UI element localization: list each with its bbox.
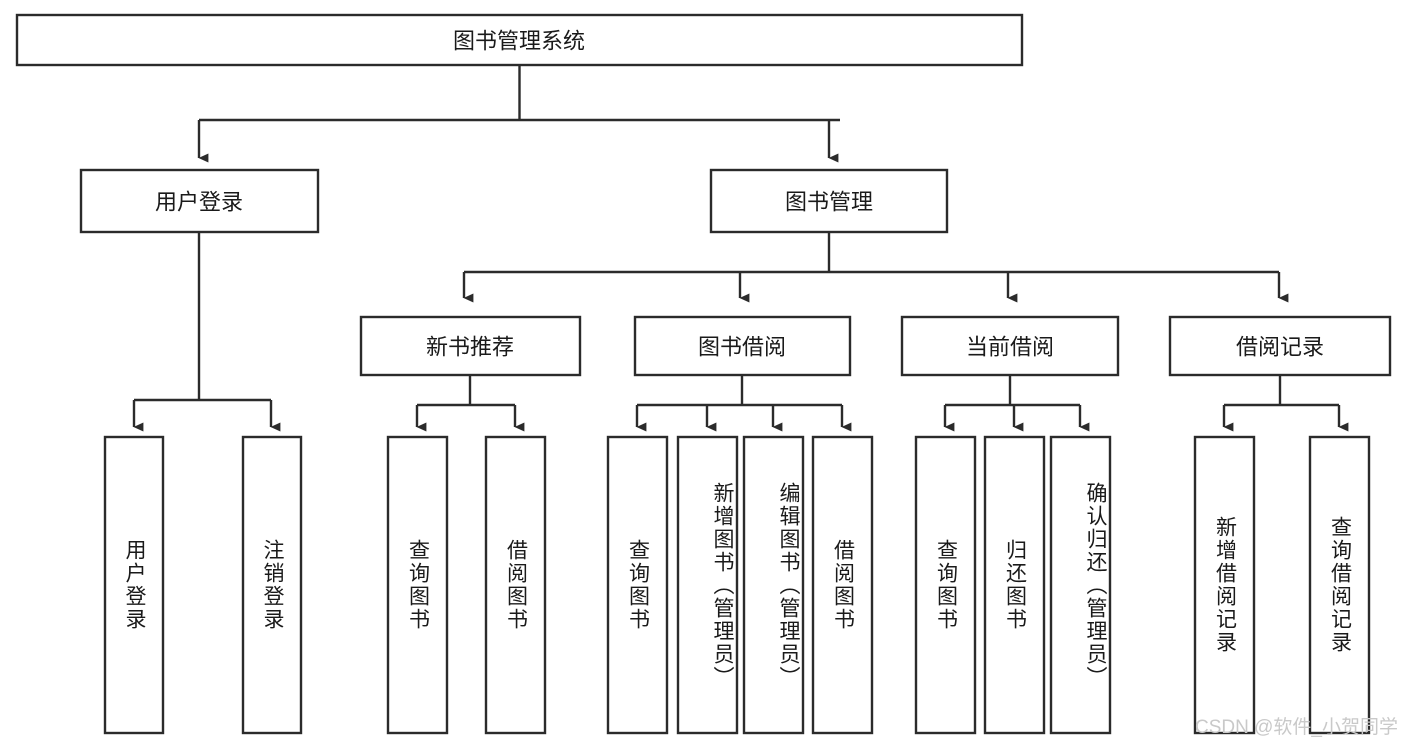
node-book-management[interactable]: 图书管理 (709, 168, 949, 234)
node-book-borrow[interactable]: 图书借阅 (633, 315, 852, 377)
node-leaf-query-record-box[interactable] (1308, 435, 1371, 735)
node-leaf-confirm-return-box[interactable] (1049, 435, 1112, 735)
connector-group-book-borrow (635, 375, 852, 432)
node-borrow-record-label: 借阅记录 (1236, 335, 1324, 360)
node-current-borrow-box[interactable] (900, 315, 1120, 377)
node-user-login-box[interactable] (79, 168, 320, 234)
connector-group-current-borrow (943, 375, 1090, 432)
node-book-borrow-box[interactable] (633, 315, 852, 377)
connector-group-book-management (462, 232, 1289, 303)
node-borrow-record-box[interactable] (1168, 315, 1392, 377)
node-new-book-recommend-label: 新书推荐 (426, 335, 514, 360)
node-book-management-label: 图书管理 (785, 190, 873, 215)
leaf-box-group (103, 435, 1371, 735)
connector-group-user-login (132, 232, 281, 432)
node-leaf-logout-login-box[interactable] (241, 435, 303, 735)
node-root-label: 图书管理系统 (453, 29, 585, 54)
node-leaf-query-book-2-box[interactable] (606, 435, 669, 735)
node-book-management-box[interactable] (709, 168, 949, 234)
node-borrow-record[interactable]: 借阅记录 (1168, 315, 1392, 377)
node-new-book-recommend-box[interactable] (359, 315, 582, 377)
connector-group-borrow-record (1222, 375, 1349, 432)
node-book-borrow-label: 图书借阅 (698, 335, 786, 360)
node-leaf-query-book-1-box[interactable] (386, 435, 449, 735)
watermark-label: CSDN @软件_小贺同学 (1195, 716, 1398, 738)
node-user-login-label: 用户登录 (155, 190, 243, 215)
node-leaf-add-record-box[interactable] (1193, 435, 1256, 735)
node-leaf-query-book-3-box[interactable] (914, 435, 977, 735)
node-user-login[interactable]: 用户登录 (79, 168, 320, 234)
node-leaf-add-book-box[interactable] (676, 435, 739, 735)
node-leaf-user-login-box[interactable] (103, 435, 165, 735)
node-leaf-borrow-book-2-box[interactable] (811, 435, 874, 735)
node-root-box[interactable] (15, 13, 1024, 67)
node-new-book-recommend[interactable]: 新书推荐 (359, 315, 582, 377)
connector-group-new-book-recommend (415, 375, 525, 432)
node-leaf-edit-book-box[interactable] (742, 435, 805, 735)
node-leaf-borrow-book-1-box[interactable] (484, 435, 547, 735)
node-current-borrow[interactable]: 当前借阅 (900, 315, 1120, 377)
node-root[interactable]: 图书管理系统 (15, 13, 1024, 67)
node-current-borrow-label: 当前借阅 (966, 335, 1054, 360)
connector-group-root (197, 65, 840, 163)
node-leaf-return-book-box[interactable] (983, 435, 1046, 735)
